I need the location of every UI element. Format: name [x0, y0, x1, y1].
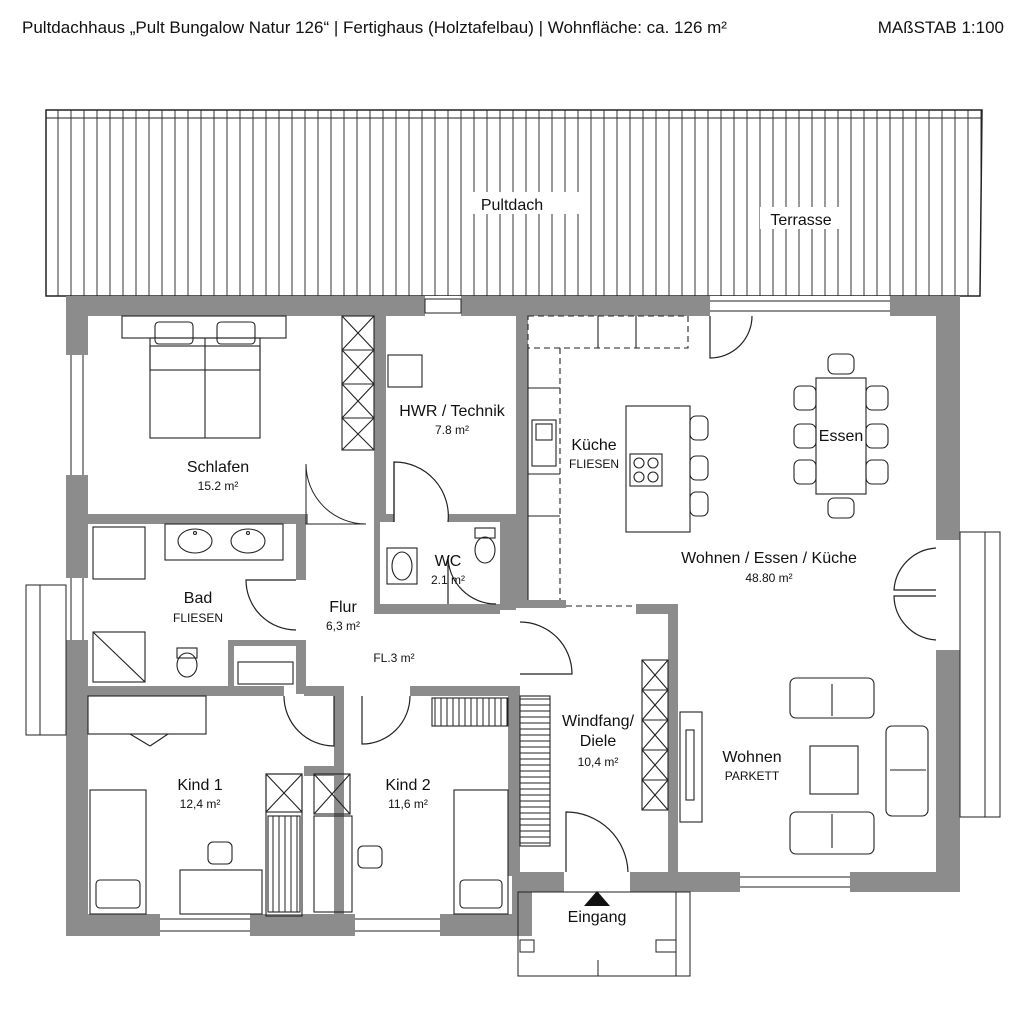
room-flur-extra: FL.3 m² — [373, 651, 414, 665]
room-schlafen-name: Schlafen — [187, 459, 249, 476]
scale-label: MAßSTAB 1:100 — [877, 18, 1004, 37]
room-kueche-name: Küche — [571, 437, 616, 454]
room-wohnen-name: Wohnen — [722, 749, 781, 766]
room-wc-name: WC — [435, 553, 462, 570]
room-hwr-area: 7.8 m² — [435, 423, 469, 437]
room-flur-name: Flur — [329, 599, 357, 616]
room-essen-name: Essen — [819, 428, 863, 445]
entrance-arrow-icon — [584, 891, 610, 906]
furniture — [87, 315, 929, 917]
room-kind1-area: 12,4 m² — [180, 797, 221, 811]
interior-walls — [88, 316, 678, 926]
room-kind1-name: Kind 1 — [177, 777, 222, 794]
plan-title: Pultdachhaus „Pult Bungalow Natur 126“ |… — [22, 18, 727, 37]
room-windfang-area: 10,4 m² — [578, 755, 619, 769]
room-schlafen-area: 15.2 m² — [198, 479, 239, 493]
room-wek-name: Wohnen / Essen / Küche — [681, 550, 857, 567]
room-flur-area: 6,3 m² — [326, 619, 360, 633]
windows — [25, 298, 1001, 932]
room-kind2-name: Kind 2 — [385, 777, 430, 794]
terrace-label: Terrasse — [770, 212, 831, 229]
entrance: Eingang — [517, 891, 691, 977]
room-windfang-name-2: Diele — [580, 733, 617, 750]
room-wc-area: 2.1 m² — [431, 573, 465, 587]
doors — [245, 315, 937, 873]
room-kueche-floor: FLIESEN — [569, 457, 619, 471]
roof: Pultdach Terrasse — [45, 109, 983, 297]
room-bad-name: Bad — [184, 590, 212, 607]
room-windfang-name-1: Windfang/ — [562, 713, 635, 730]
room-wohnen-floor: PARKETT — [725, 769, 780, 783]
room-bad-floor: FLIESEN — [173, 611, 223, 625]
room-wek-area: 48.80 m² — [745, 571, 792, 585]
entrance-label: Eingang — [568, 909, 627, 926]
room-hwr-name: HWR / Technik — [399, 403, 506, 420]
roof-label: Pultdach — [481, 197, 543, 214]
room-labels: Schlafen 15.2 m² HWR / Technik 7.8 m² Kü… — [173, 403, 863, 811]
room-kind2-area: 11,6 m² — [388, 797, 428, 811]
